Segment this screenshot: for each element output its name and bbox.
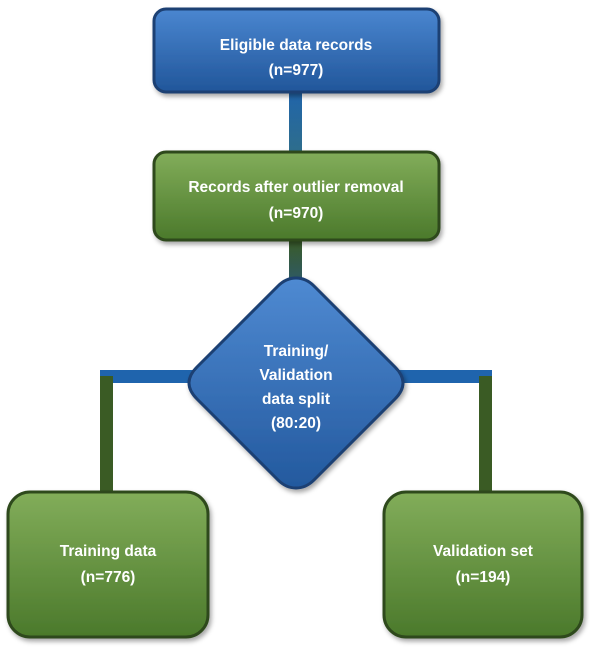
connector-eligible-to-outlier <box>289 86 302 156</box>
split-line-3: data split <box>262 391 330 408</box>
connector-split-right-vertical <box>479 376 492 496</box>
node-training-data <box>6 490 210 639</box>
eligible-records-count: (n=977) <box>269 62 324 79</box>
split-line-1: Training/ <box>264 343 329 360</box>
validation-set-title: Validation set <box>433 543 533 560</box>
training-data-count: (n=776) <box>81 569 136 586</box>
node-eligible-records <box>152 7 441 94</box>
eligible-records-title: Eligible data records <box>220 37 372 54</box>
split-line-4: (80:20) <box>271 415 321 432</box>
training-data-title: Training data <box>60 543 157 560</box>
node-data-split-diamond <box>187 276 405 490</box>
after-outlier-title: Records after outlier removal <box>188 179 403 196</box>
node-after-outlier-removal <box>152 150 441 242</box>
validation-set-count: (n=194) <box>456 569 511 586</box>
after-outlier-count: (n=970) <box>269 205 324 222</box>
connector-split-left-vertical <box>100 376 113 496</box>
split-line-2: Validation <box>259 367 332 384</box>
connector-outlier-to-split <box>289 238 302 288</box>
node-validation-set <box>382 490 584 639</box>
